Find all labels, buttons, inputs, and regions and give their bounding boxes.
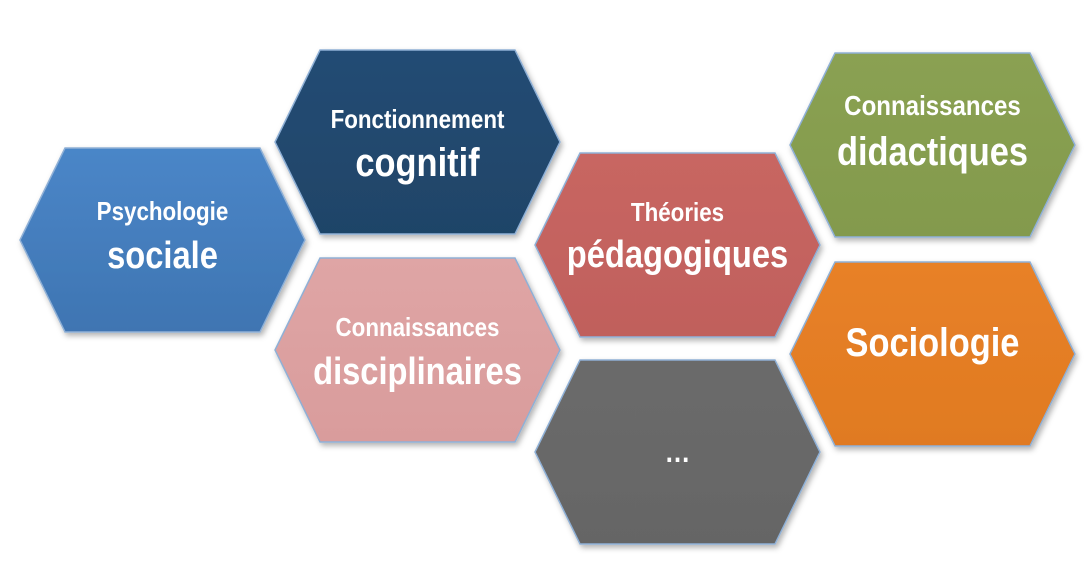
hexagon-shape [534,359,821,545]
hexagon-etc: … [534,359,821,545]
hexagon-label-line: Sociologie [846,320,1020,365]
hexagon-connaissances-didactiques: Connaissances didactiques [789,52,1076,238]
hexagon-sociologie: Sociologie [789,261,1076,447]
hexagon-label-line: Connaissances [844,89,1021,121]
hexagon-fonctionnement-cognitif: Fonctionnement cognitif [274,49,561,235]
hexagon-shape [534,152,821,338]
hexagon-label-line: Théories [631,198,724,227]
hexagon-label-line: pédagogiques [567,233,788,276]
hexagon-label-line: didactiques [837,129,1028,174]
hexagon-label-line: cognitif [355,140,480,185]
hexagon-label-line: Psychologie [97,197,229,226]
hexagon-shape [19,147,306,333]
hexagon-shape [789,52,1076,238]
hexagon-psychologie-sociale: Psychologie sociale [19,147,306,333]
hexagon-theories-pedagogiques: Théories pédagogiques [534,152,821,338]
hexagon-shape [789,261,1076,447]
hexagon-label-line: Connaissances [336,313,500,342]
hexagon-label-line: sociale [107,234,218,277]
hexagon-connaissances-disciplinaires: Connaissances disciplinaires [274,257,561,443]
hexagon-shape [274,49,561,235]
hexagon-label-line: Fonctionnement [331,105,505,134]
hexagon-label-line: … [665,435,691,468]
hexagon-label-line: disciplinaires [313,350,522,393]
hexagon-shape [274,257,561,443]
